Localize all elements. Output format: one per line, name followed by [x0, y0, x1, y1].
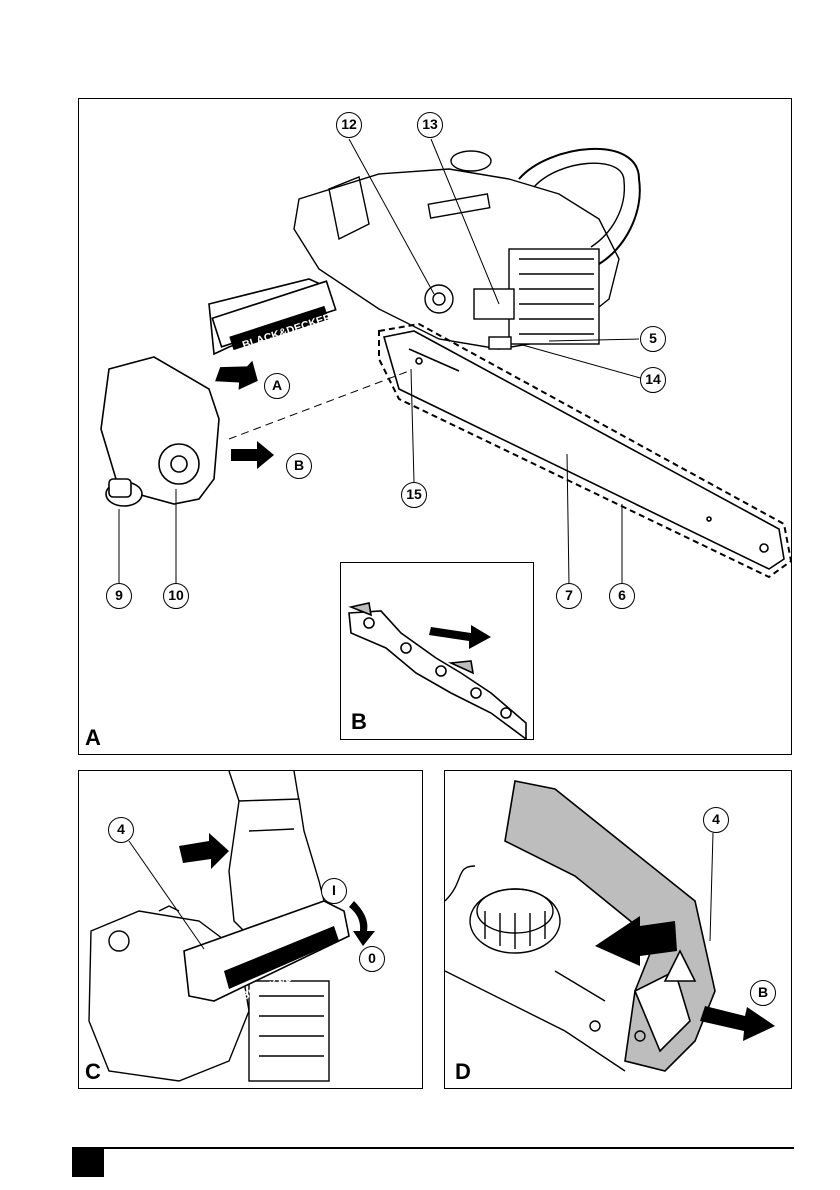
callout-switch-i: I: [321, 878, 347, 904]
callout-14: 14: [640, 367, 666, 393]
callout-6: 6: [609, 583, 635, 609]
callout-7: 7: [556, 583, 582, 609]
inset-letter: B: [351, 711, 367, 733]
callout-a: A: [264, 373, 290, 399]
chain-inset-box: B: [340, 562, 534, 740]
callout-13: 13: [417, 112, 443, 138]
callout-5: 5: [640, 326, 666, 352]
saw-chain-icon: [341, 563, 533, 739]
figure-panel-a: BLACK&DECKER: [78, 98, 792, 755]
panel-letter-a: A: [85, 727, 101, 749]
callout-4: 4: [108, 817, 134, 843]
callout-15: 15: [401, 482, 427, 508]
callout-4: 4: [703, 807, 729, 833]
panel-letter-d: D: [455, 1061, 471, 1083]
callout-9: 9: [106, 583, 132, 609]
figure-panel-c: BLACK&DECKER 4 I 0 C: [78, 770, 423, 1089]
footer-rule: [72, 1147, 794, 1149]
callout-10: 10: [163, 583, 189, 609]
callout-b: B: [750, 980, 776, 1006]
page-marker: [72, 1149, 104, 1177]
panel-letter-c: C: [85, 1061, 101, 1083]
callout-12: 12: [336, 112, 362, 138]
callout-switch-0: 0: [359, 946, 385, 972]
callout-b: B: [286, 453, 312, 479]
glove-hand-icon: BLACK&DECKER: [79, 771, 422, 1088]
chain-cover-closeup: [445, 771, 791, 1088]
figure-panel-d: 4 B D: [444, 770, 792, 1089]
